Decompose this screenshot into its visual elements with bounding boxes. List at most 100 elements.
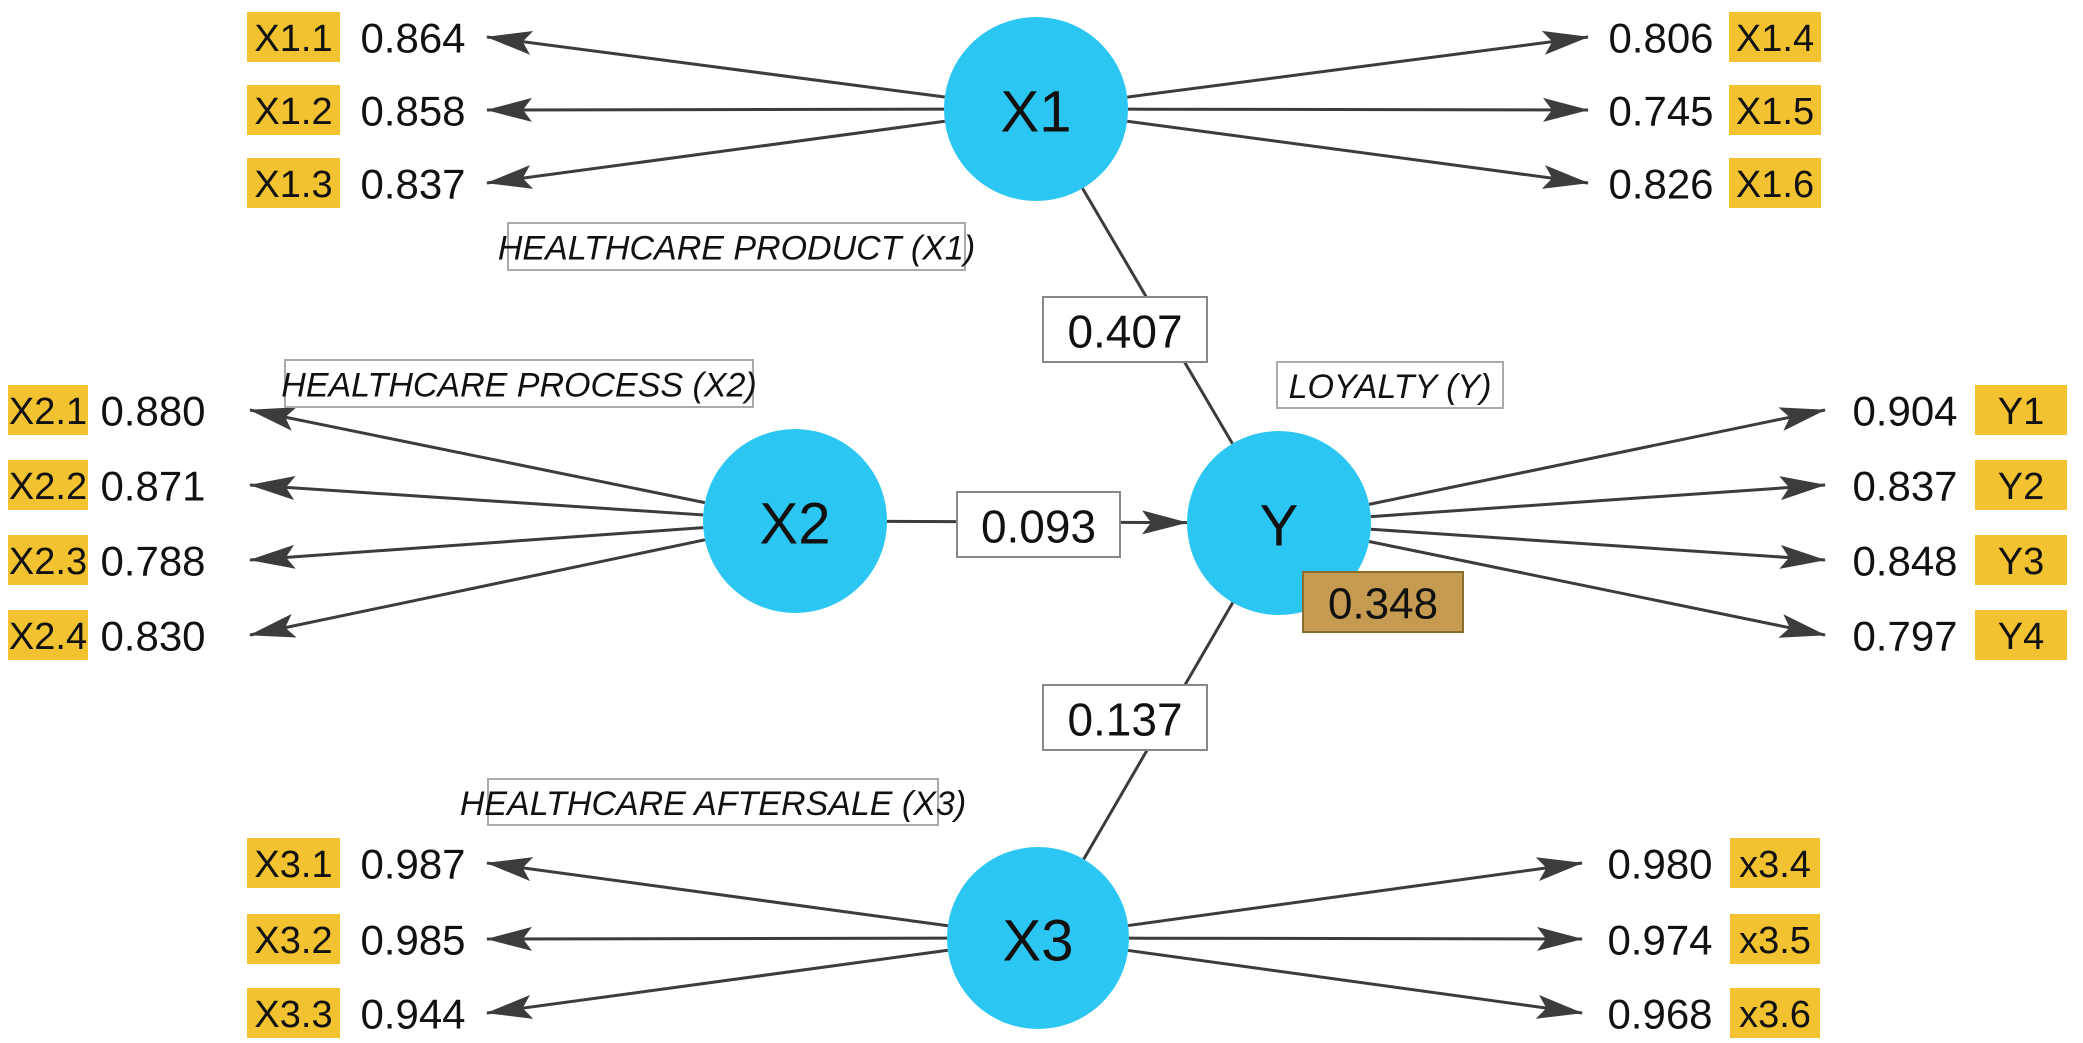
indicator-box-x3.6 — [1730, 988, 1820, 1038]
indicator-arrow-x3.5 — [1128, 926, 1583, 951]
indicator-arrow-Y1 — [1368, 407, 1826, 506]
indicator-label-X1.1: X1.1 — [254, 18, 332, 60]
indicator-box-X1.2 — [247, 85, 340, 135]
indicator-arrow-X2.1 — [249, 407, 706, 505]
indicator-loading-X1.4: 0.806 — [1608, 15, 1713, 62]
indicator-label-X2.2: X2.2 — [9, 466, 87, 508]
indicator-arrow-X1.4 — [1127, 30, 1589, 99]
indicator-arrow-X1.2 — [486, 97, 945, 122]
indicator-arrow-Y4 — [1368, 540, 1826, 638]
indicator-loading-X2.2: 0.871 — [100, 463, 205, 510]
construct-label-text-X1: HEALTHCARE PRODUCT (X1) — [498, 230, 975, 268]
indicator-label-X2.4: X2.4 — [9, 616, 87, 658]
indicator-box-X3.2 — [247, 914, 340, 964]
indicator-box-X2.1 — [8, 385, 88, 435]
indicator-loading-x3.6: 0.968 — [1607, 991, 1712, 1038]
indicator-arrow-X1.5 — [1127, 97, 1589, 122]
indicator-loading-Y2: 0.837 — [1852, 463, 1957, 510]
indicator-loading-X2.4: 0.830 — [100, 613, 205, 660]
indicator-loading-Y4: 0.797 — [1852, 613, 1957, 660]
indicator-label-x3.6: x3.6 — [1739, 994, 1811, 1036]
indicator-loading-X2.1: 0.880 — [100, 388, 205, 435]
indicator-box-Y3 — [1975, 535, 2067, 585]
r-squared-box — [1302, 571, 1464, 633]
indicator-arrow-Y3 — [1370, 527, 1826, 569]
indicator-label-X1.4: X1.4 — [1736, 18, 1814, 60]
indicator-loading-X1.6: 0.826 — [1608, 161, 1713, 208]
path-coefficient-value-X2-Y: 0.093 — [981, 501, 1096, 553]
indicator-box-X2.2 — [8, 460, 88, 510]
indicator-label-Y3: Y3 — [1998, 541, 2044, 583]
path-coefficient-box-X1-Y — [1042, 296, 1208, 363]
indicator-loading-X3.2: 0.985 — [360, 917, 465, 964]
latent-node-Y-label: Y — [1260, 494, 1299, 559]
latent-node-X2 — [703, 429, 887, 613]
indicator-arrow-X2.2 — [249, 475, 704, 517]
indicator-box-X1.4 — [1729, 12, 1821, 62]
indicator-label-X2.3: X2.3 — [9, 541, 87, 583]
indicator-arrow-X1.6 — [1126, 119, 1589, 189]
construct-label-box-X1 — [507, 222, 966, 271]
indicator-label-Y4: Y4 — [1998, 616, 2044, 658]
latent-node-Y — [1187, 431, 1371, 615]
indicator-box-x3.4 — [1730, 838, 1820, 888]
indicator-arrow-Y2 — [1370, 476, 1826, 519]
construct-label-text-Y: LOYALTY (Y) — [1289, 368, 1492, 406]
indicator-loading-Y1: 0.904 — [1852, 388, 1957, 435]
indicator-arrows — [249, 30, 1826, 1019]
indicator-arrow-X1.3 — [486, 119, 946, 189]
indicator-box-X1.1 — [247, 12, 340, 62]
construct-label-text-X2: HEALTHCARE PROCESS (X2) — [281, 367, 756, 405]
indicator-arrow-X3.2 — [486, 926, 948, 951]
latent-node-X3 — [947, 847, 1129, 1029]
indicator-label-X2.1: X2.1 — [9, 391, 87, 433]
indicator-label-X3.2: X3.2 — [254, 920, 332, 962]
indicator-arrow-x3.4 — [1127, 857, 1583, 928]
path-coefficient-box-X2-Y — [956, 491, 1121, 558]
indicator-loading-X1.3: 0.837 — [360, 161, 465, 208]
indicator-label-X1.5: X1.5 — [1736, 91, 1814, 133]
labels-layer: HEALTHCARE PRODUCT (X1) HEALTHCARE PROCES… — [8, 12, 2067, 1038]
indicator-arrow-X2.4 — [249, 538, 706, 638]
indicator-arrow-X3.1 — [486, 857, 949, 928]
indicator-loading-X3.1: 0.987 — [360, 841, 465, 888]
indicator-box-x3.5 — [1730, 914, 1820, 964]
indicator-box-X2.3 — [8, 535, 88, 585]
indicator-loading-Y3: 0.848 — [1852, 538, 1957, 585]
path-coefficient-box-X3-Y — [1042, 684, 1208, 751]
latent-node-X3-label: X3 — [1003, 909, 1074, 974]
indicator-arrow-x3.6 — [1127, 948, 1583, 1019]
indicator-loading-X1.2: 0.858 — [360, 88, 465, 135]
indicator-box-X1.6 — [1729, 158, 1821, 208]
indicator-label-X3.3: X3.3 — [254, 994, 332, 1036]
construct-label-box-Y — [1276, 361, 1504, 409]
indicator-box-Y2 — [1975, 460, 2067, 510]
latent-node-X2-label: X2 — [760, 492, 831, 557]
latent-node-X1-label: X1 — [1001, 80, 1072, 145]
indicator-box-X2.4 — [8, 610, 88, 660]
indicator-label-Y1: Y1 — [1998, 391, 2044, 433]
indicator-loading-X3.3: 0.944 — [360, 991, 465, 1038]
path-coefficient-value-X3-Y: 0.137 — [1067, 694, 1182, 746]
indicator-arrow-X1.1 — [486, 30, 945, 99]
indicator-arrow-X2.3 — [249, 526, 704, 569]
indicator-label-X1.3: X1.3 — [254, 164, 332, 206]
indicator-box-X3.1 — [247, 838, 340, 888]
construct-label-box-X2 — [284, 359, 754, 408]
indicator-label-X1.2: X1.2 — [254, 91, 332, 133]
indicator-label-x3.4: x3.4 — [1739, 844, 1811, 886]
indicator-box-Y4 — [1975, 610, 2067, 660]
indicator-label-X1.6: X1.6 — [1736, 164, 1814, 206]
indicator-label-Y2: Y2 — [1998, 466, 2044, 508]
latent-node-X1 — [944, 17, 1128, 201]
construct-label-text-X3: HEALTHCARE AFTERSALE (X3) — [460, 785, 966, 823]
indicator-loading-X1.1: 0.864 — [360, 15, 465, 62]
indicator-loading-X2.3: 0.788 — [100, 538, 205, 585]
indicator-box-X3.3 — [247, 988, 340, 1038]
indicator-label-x3.5: x3.5 — [1739, 920, 1811, 962]
indicator-arrow-X3.3 — [486, 948, 949, 1019]
r-squared-value: 0.348 — [1328, 580, 1438, 629]
